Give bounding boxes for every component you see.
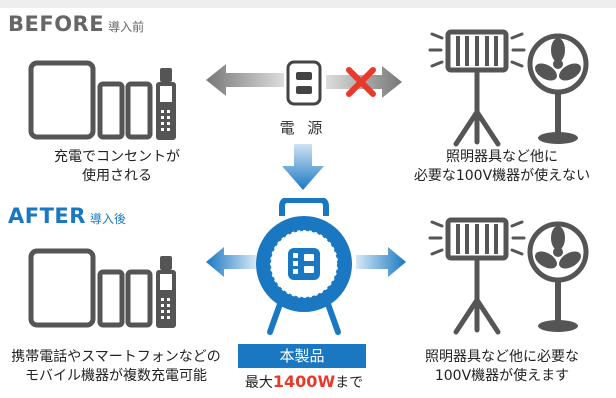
max-prefix: 最大 (244, 375, 273, 391)
product-badge: 本製品 (238, 344, 366, 368)
after-mobile-devices-icon (28, 248, 176, 328)
top-band (0, 0, 616, 8)
after-label: AFTER (8, 204, 86, 228)
before-devices-caption-line1: 充電でコンセントが (54, 149, 180, 165)
before-lamp-and-fan-icon (428, 29, 589, 147)
before-devices-caption: 充電でコンセントが 使用される (22, 148, 212, 186)
after-appliances-caption: 照明器具など他に必要な 100V機器が使えます (392, 348, 612, 386)
after-left-arrow-icon (206, 247, 256, 277)
after-sublabel: 導入後 (89, 212, 126, 226)
cross-mark-icon (346, 67, 376, 97)
after-appliances-caption-line1: 照明器具など他に必要な (425, 349, 579, 365)
before-mobile-devices-icon (28, 60, 176, 140)
max-suffix: まで (335, 375, 364, 391)
after-devices-caption-line2: モバイル機器が複数充電可能 (25, 368, 207, 384)
wall-outlet-icon (286, 60, 322, 106)
after-appliances-caption-line2: 100V機器が使えます (434, 368, 570, 384)
after-devices-caption-line1: 携帯電話やスマートフォンなどの (11, 349, 221, 365)
before-label: BEFORE (8, 12, 105, 36)
down-arrow-icon (282, 144, 324, 190)
before-left-arrow-icon (206, 64, 284, 96)
before-appliances-caption: 照明器具など他に 必要な100V機器が使えない (392, 148, 612, 186)
before-devices-caption-line2: 使用される (82, 168, 152, 184)
max-wattage-value: 1400W (272, 372, 336, 391)
before-sublabel: 導入前 (108, 20, 145, 34)
max-wattage-line: 最大1400Wまで (232, 372, 376, 392)
after-right-arrow-icon (356, 247, 406, 277)
after-devices-caption: 携帯電話やスマートフォンなどの モバイル機器が複数充電可能 (0, 348, 232, 386)
power-source-label: 電 源 (279, 119, 327, 137)
before-appliances-caption-line1: 照明器具など他に (446, 149, 558, 165)
before-appliances-caption-line2: 必要な100V機器が使えない (413, 168, 591, 184)
cord-reel-product-icon (256, 198, 352, 335)
after-lamp-and-fan-icon (428, 217, 589, 335)
